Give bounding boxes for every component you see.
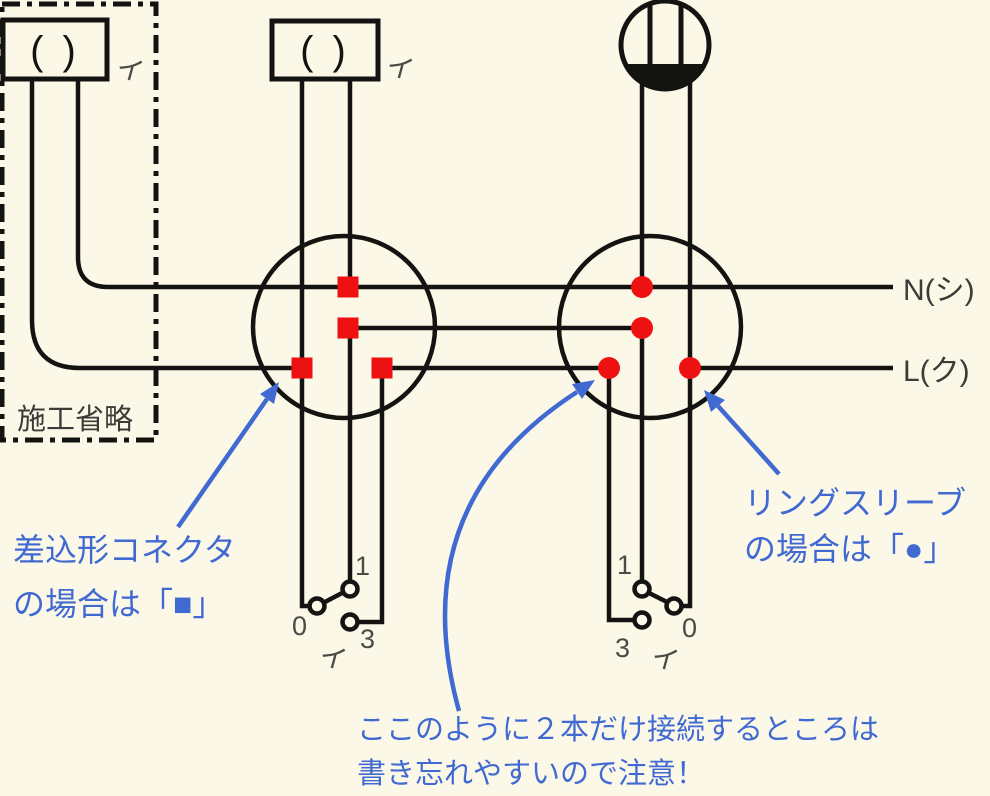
arrow-head <box>260 382 279 404</box>
terminal-3 <box>340 612 360 632</box>
connector-note-arrow <box>176 382 279 529</box>
omission-area-box <box>0 1 159 443</box>
lamp-contacts-glyph: ( ) <box>30 29 80 73</box>
terminal-1 <box>632 579 652 599</box>
sleeve-dot-live <box>679 357 701 379</box>
sleeve-note-line2: の場合は「●」 <box>744 531 955 567</box>
sleeve-dot-traveler1 <box>631 317 653 339</box>
lamp-outline <box>269 18 381 82</box>
arrow-shaft <box>716 404 781 476</box>
terminal-0-label: 0 <box>292 611 307 641</box>
ceiling-light-symbol-omitted: ( ) イ <box>0 17 147 88</box>
connector-square-switched-live <box>291 357 313 379</box>
right-switch-terminal0-wire <box>682 368 693 609</box>
neutral-wire <box>75 79 893 290</box>
arrow-shaft <box>176 397 269 529</box>
circuit-label: イ <box>316 640 350 676</box>
left-switch-terminal3-wire <box>358 368 385 625</box>
lamp-contacts-glyph: ( ) <box>300 29 350 73</box>
circuit-label: イ <box>648 641 682 677</box>
terminal-1-label: 1 <box>617 550 632 580</box>
outlet-symbol <box>618 0 712 92</box>
terminal-0 <box>307 596 327 616</box>
arrow-shaft-curved <box>442 390 579 712</box>
terminal-3-label: 3 <box>615 633 630 663</box>
caution-note-line1: ここのように２本だけ接続するところは <box>357 713 879 746</box>
terminal-1-label: 1 <box>355 551 370 581</box>
connector-square-traveler1 <box>337 317 359 339</box>
switch-blade <box>321 590 346 605</box>
ceiling-light-symbol-center: ( ) イ <box>269 18 417 86</box>
lamp-center-wire-to-switch0-left <box>299 79 309 609</box>
omission-label: 施工省略 <box>17 403 133 436</box>
circuit-label: イ <box>113 52 147 88</box>
circuit-label: イ <box>383 50 417 86</box>
sleeve-dot-traveler3 <box>598 357 620 379</box>
connector-square-traveler3 <box>371 357 393 379</box>
live-rail-label: L(ク) <box>903 355 970 388</box>
sleeve-note-line1: リングスリーブ <box>744 485 966 521</box>
switch-blade <box>647 590 669 605</box>
connector-square-neutral <box>337 276 359 298</box>
terminal-3 <box>632 610 652 630</box>
connector-note-line1: 差込形コネクタ <box>13 532 236 568</box>
terminal-0 <box>664 596 684 616</box>
sleeve-note-arrow <box>704 390 781 476</box>
right-switch-terminal3-wire <box>606 368 634 623</box>
neutral-rail-label: N(シ) <box>903 274 975 307</box>
arrow-head <box>704 390 725 412</box>
lamp-outline <box>0 17 110 82</box>
connector-note-line2: の場合は「■」 <box>13 586 224 622</box>
caution-note-line2: 書き忘れやすいので注意！ <box>357 757 705 790</box>
arrow-head <box>572 380 595 399</box>
terminal-0-label: 0 <box>682 613 697 643</box>
caution-note-arrow <box>442 380 595 712</box>
terminal-1 <box>340 579 360 599</box>
three-way-switch-left: 1 0 3 イ <box>292 551 375 676</box>
three-way-switch-right: 1 3 0 イ <box>615 550 697 677</box>
terminal-3-label: 3 <box>360 624 375 654</box>
switched-live-wire-to-lamps <box>29 79 302 371</box>
sleeve-dot-neutral <box>631 276 653 298</box>
outlet-wall-fill <box>625 64 705 90</box>
